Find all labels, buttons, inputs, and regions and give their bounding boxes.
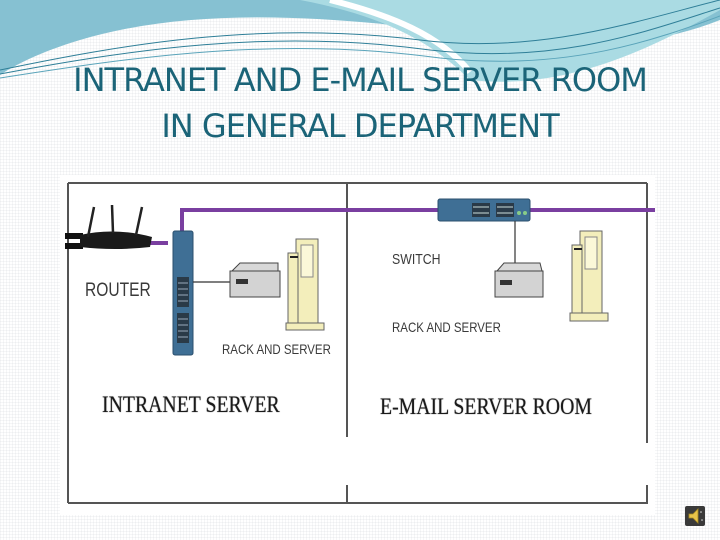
- diagram-frame: [67, 182, 648, 504]
- router-icon: [65, 204, 152, 249]
- intranet-server-label: INTRANET SERVER: [102, 392, 280, 417]
- rack-and-server-label-left: RACK AND SERVER: [222, 341, 331, 357]
- computer-icon-right: [569, 230, 609, 322]
- rack-icon-left: [229, 262, 281, 298]
- router-label: ROUTER: [85, 280, 151, 301]
- horizontal-switch-icon: [437, 198, 531, 222]
- computer-icon-left: [285, 238, 325, 331]
- slide-title-line-2: IN GENERAL DEPARTMENT: [161, 107, 559, 146]
- speaker-icon: [688, 508, 703, 524]
- email-server-room-label: E-MAIL SERVER ROOM: [380, 394, 592, 419]
- audio-button[interactable]: [685, 506, 705, 526]
- rack-icon-right: [494, 262, 544, 298]
- slide-title: INTRANET AND E-MAIL SERVER ROOM IN GENER…: [0, 57, 720, 149]
- vertical-switch-icon: [172, 230, 194, 356]
- rack-and-server-label-right: RACK AND SERVER: [392, 319, 501, 335]
- switch-label: SWITCH: [392, 251, 441, 268]
- network-diagram: ROUTER RACK AND SERVER INTRANET SERVER S…: [60, 175, 655, 515]
- header-wave-decoration: [0, 0, 720, 82]
- network-cable: [150, 208, 655, 245]
- slide-title-line-1: INTRANET AND E-MAIL SERVER ROOM: [73, 61, 648, 100]
